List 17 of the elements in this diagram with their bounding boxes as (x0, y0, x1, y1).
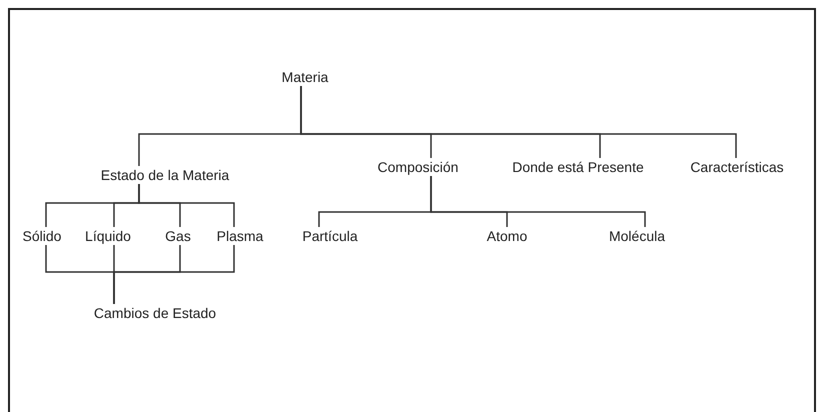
node-label: Plasma (216, 227, 264, 245)
node-label: Partícula (301, 227, 359, 245)
node-label: Características (689, 158, 785, 176)
connector-line (113, 245, 235, 304)
node-label: Composición (376, 158, 460, 176)
node-label: Líquido (84, 227, 132, 245)
node-label: Atomo (486, 227, 528, 245)
connector-line (430, 176, 646, 227)
node-label: Estado de la Materia (100, 166, 230, 184)
node-label: Gas (164, 227, 192, 245)
connector-line (138, 184, 235, 227)
node-label: Donde está Presente (511, 158, 645, 176)
node-label: Molécula (608, 227, 666, 245)
node-label: Materia (280, 68, 330, 86)
connector-line (300, 86, 737, 158)
node-label: Cambios de Estado (92, 304, 218, 322)
node-label: Sólido (22, 227, 62, 245)
